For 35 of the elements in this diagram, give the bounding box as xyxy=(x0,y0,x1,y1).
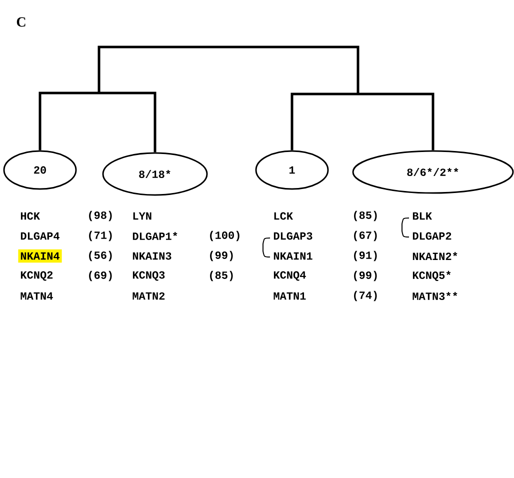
score-value: (74) xyxy=(354,290,377,302)
gene-name: NKAIN1 xyxy=(274,252,312,260)
gene-name: MATN1 xyxy=(274,292,306,300)
score-value: (98) xyxy=(89,210,112,222)
gene-name: MATN2 xyxy=(132,292,165,300)
score-value: (91) xyxy=(354,250,377,262)
gene-name: DLGAP3 xyxy=(274,232,312,240)
score-value: (67) xyxy=(354,230,377,242)
score-value: (85) xyxy=(354,210,377,222)
score-value: (85) xyxy=(210,270,233,282)
gene-name: KCNQ2 xyxy=(20,271,53,281)
gene-name: MATN3** xyxy=(412,292,458,300)
gene-name: MATN4 xyxy=(20,292,53,300)
gene-name: KCNQ5* xyxy=(412,270,451,282)
gene-name: KCNQ3 xyxy=(132,271,165,281)
score-value: (56) xyxy=(89,250,112,262)
panel-letter: C xyxy=(16,17,26,27)
highlighted-gene-name: NKAIN4 xyxy=(18,249,62,263)
score-value: (99) xyxy=(354,270,377,282)
gene-name: BLK xyxy=(412,212,432,220)
score-value: (69) xyxy=(89,270,112,282)
score-value: (99) xyxy=(210,250,233,262)
gene-name: DLGAP1* xyxy=(132,232,178,240)
gene-name: LCK xyxy=(274,212,293,220)
gene-name: NKAIN2* xyxy=(412,252,458,260)
gene-name: DLGAP4 xyxy=(20,232,60,240)
gene-name: DLGAP2 xyxy=(412,232,452,240)
gene-name: LYN xyxy=(133,212,152,220)
score-value: (100) xyxy=(210,230,240,242)
gene-name: NKAIN3 xyxy=(132,252,172,260)
gene-name: HCK xyxy=(20,212,40,220)
score-value: (71) xyxy=(89,230,112,242)
gene-name: KCNQ4 xyxy=(274,271,306,281)
tree-branch xyxy=(38,92,156,152)
tree-branch xyxy=(290,92,434,150)
